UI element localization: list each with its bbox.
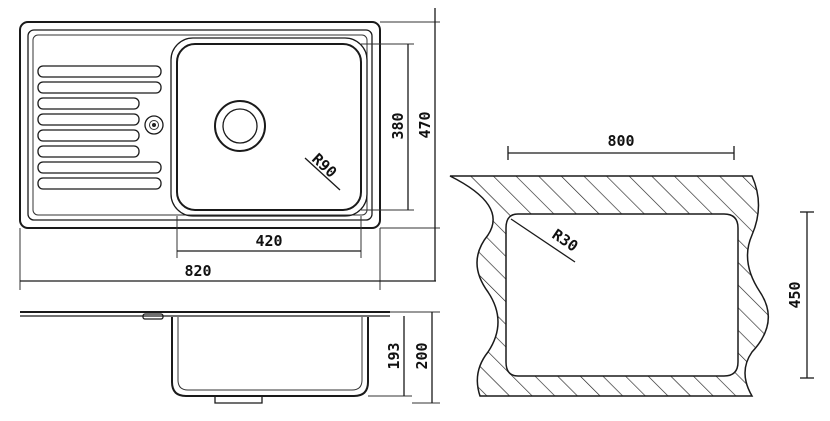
cutout-width-dimension: 800 — [507, 132, 735, 160]
overflow-hole — [144, 115, 164, 135]
overall-width-label: 820 — [184, 262, 211, 280]
sink-outer-rim — [19, 21, 381, 229]
overall-depth-dimension: 470 — [380, 8, 440, 281]
countertop-section — [449, 175, 770, 397]
sink-bowl-outer — [170, 37, 368, 217]
drainer-groove — [37, 161, 162, 174]
bowl-corner-radius-label: R90 — [308, 150, 340, 182]
drainer-board — [37, 65, 162, 190]
drainer-groove — [37, 145, 140, 158]
drainer-groove — [37, 113, 140, 126]
bowl-outer-depth-label: 200 — [413, 342, 431, 369]
tap-hole-marker — [142, 313, 164, 320]
cutout-depth-label: 450 — [786, 281, 804, 308]
drainer-groove — [37, 177, 162, 190]
bowl-profile-inner — [177, 317, 363, 391]
sink-top-view: R90 420 820 380 470 — [19, 8, 440, 290]
sink-side-view: 193 200 — [20, 311, 440, 404]
bowl-profile — [171, 317, 369, 397]
drainer-groove — [37, 129, 140, 142]
cutout-width-label: 800 — [607, 132, 634, 150]
bowl-inner-depth-dimension: 193 — [368, 316, 412, 397]
bowl-length-label: 380 — [389, 112, 407, 139]
overall-width-dimension: 820 — [19, 228, 436, 290]
drain-outlet — [214, 396, 263, 404]
overall-depth-label: 470 — [416, 111, 434, 138]
drain-hole — [214, 100, 266, 152]
drainer-groove — [37, 81, 162, 94]
sink-inner-rim — [27, 29, 373, 221]
cutout-depth-dimension: 450 — [786, 211, 814, 379]
radius-leader-r30 — [510, 218, 576, 263]
bowl-width-label: 420 — [255, 232, 282, 250]
bowl-width-dimension: 420 — [176, 216, 362, 258]
cutout-corner-radius-label: R30 — [549, 225, 582, 255]
bowl-inner-depth-label: 193 — [385, 342, 403, 369]
countertop-cutout-view: R30 800 450 — [449, 132, 814, 397]
bowl-length-dimension: 380 — [361, 43, 414, 211]
sink-bowl — [176, 43, 362, 211]
bowl-outer-depth-dimension: 200 — [390, 311, 440, 404]
radius-leader-r90 — [304, 157, 341, 191]
drainer-groove — [37, 65, 162, 78]
drainer-groove — [37, 97, 140, 110]
